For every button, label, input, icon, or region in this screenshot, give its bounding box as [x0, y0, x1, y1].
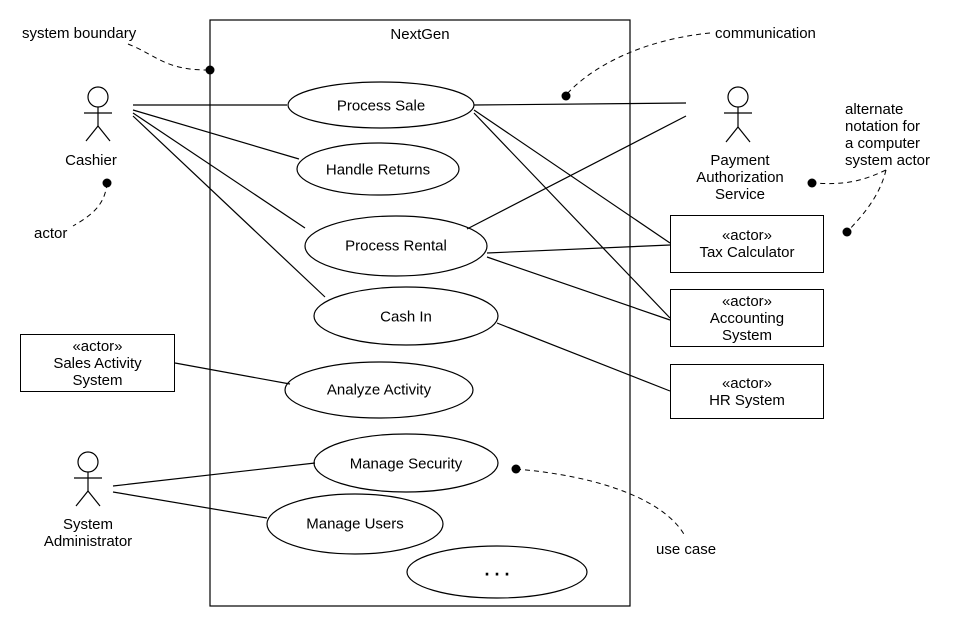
annotation-communication: communication [715, 25, 816, 42]
use-case-cash-in: Cash In [380, 308, 432, 326]
use-case-analyze-activity: Analyze Activity [326, 381, 432, 399]
use-case-process-rental: Process Rental [345, 237, 447, 255]
system-title: NextGen [390, 26, 450, 43]
use-case-process-rental-shape [304, 215, 488, 277]
use-case-more: . . . [484, 559, 510, 580]
actor-box-tax-calculator: «actor» Tax Calculator [670, 215, 824, 273]
use-case-manage-security-shape [313, 433, 499, 493]
actor-cashier-label: Cashier [65, 152, 117, 169]
actor-box-hr-system: «actor» HR System [670, 364, 824, 419]
use-case-process-sale-shape [287, 81, 475, 129]
actor-box-accounting-system: «actor» Accounting System [670, 289, 824, 347]
annotation-leaders [72, 32, 887, 537]
annotation-use-case: use case [656, 541, 717, 558]
annotation-dots [102, 65, 852, 474]
annotation-actor: actor [34, 225, 68, 242]
use-case-process-sale: Process Sale [336, 97, 426, 115]
use-case-manage-security: Manage Security [349, 455, 463, 473]
cashier-figure [84, 86, 112, 142]
use-case-handle-returns: Handle Returns [325, 161, 431, 179]
use-case-analyze-activity-shape [284, 361, 474, 419]
actor-sysadmin-label: System Administrator [43, 516, 133, 550]
use-case-cash-in-shape [313, 286, 499, 346]
use-case-handle-returns-shape [296, 142, 460, 196]
annotation-system-boundary: system boundary [22, 25, 137, 42]
actor-payment-label: Payment Authorization Service [696, 152, 784, 203]
actor-box-sales-activity-system: «actor» Sales Activity System [20, 334, 175, 392]
use-case-more-shape [406, 545, 588, 599]
associations [112, 102, 687, 519]
annotation-alternate-notation: alternate notation for a computer system… [845, 101, 931, 169]
payment-service-figure [724, 86, 752, 143]
system-boundary [209, 19, 631, 607]
system-administrator-figure [74, 451, 102, 507]
use-case-manage-users-shape [266, 493, 444, 555]
use-case-manage-users: Manage Users [306, 515, 404, 533]
